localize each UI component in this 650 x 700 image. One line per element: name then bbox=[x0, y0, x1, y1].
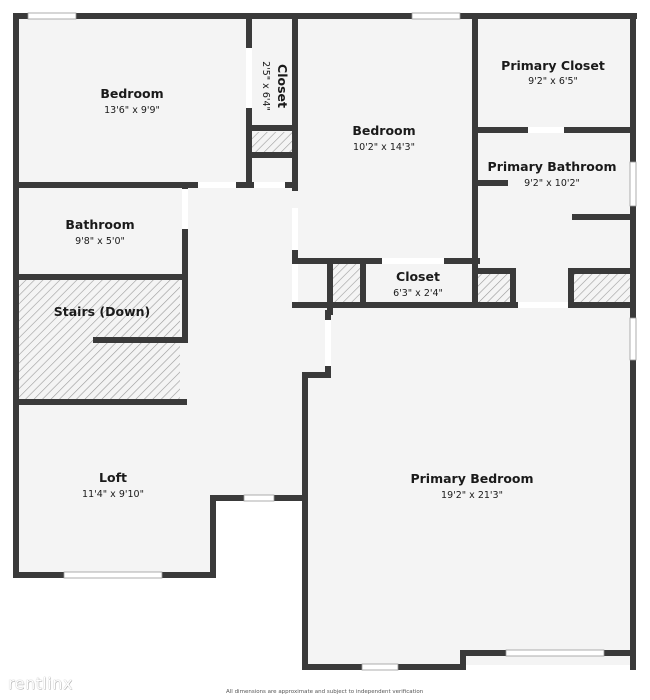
room-label: Closet bbox=[396, 269, 440, 284]
window bbox=[243, 494, 275, 502]
room-dims: 9'2" x 10'2" bbox=[524, 178, 580, 189]
window bbox=[505, 649, 605, 657]
room-label: Loft bbox=[99, 470, 127, 485]
room-label: Stairs (Down) bbox=[54, 304, 151, 319]
window bbox=[361, 663, 399, 671]
room-dims: 19'2" x 21'3" bbox=[441, 490, 503, 501]
window bbox=[411, 12, 461, 20]
chase-hatch-2 bbox=[477, 273, 510, 304]
window bbox=[629, 317, 637, 361]
room-label: Primary Bedroom bbox=[410, 471, 533, 486]
door-openings bbox=[182, 48, 568, 366]
room-label: Primary Bathroom bbox=[488, 159, 617, 174]
window bbox=[629, 161, 637, 207]
chase-hatch-3 bbox=[573, 273, 630, 304]
room-labels: Bedroom 13'6" x 9'9" Closet 2'5" x 6'4" … bbox=[54, 58, 617, 501]
room-dims: 11'4" x 9'10" bbox=[82, 489, 144, 500]
room-label: Bedroom bbox=[100, 86, 163, 101]
windows bbox=[27, 12, 637, 671]
room-dims: 10'2" x 14'3" bbox=[353, 142, 415, 153]
chase-hatch-1 bbox=[333, 264, 360, 304]
room-label: Primary Closet bbox=[501, 58, 605, 73]
window bbox=[63, 571, 163, 579]
room-dims: 2'5" x 6'4" bbox=[260, 61, 271, 111]
window bbox=[27, 12, 77, 20]
room-dims: 9'8" x 5'0" bbox=[75, 236, 125, 247]
brand-logo: rentlinx bbox=[8, 674, 73, 693]
closet-hatch-small bbox=[252, 132, 292, 153]
room-dims: 6'3" x 2'4" bbox=[393, 288, 443, 299]
room-dims: 9'2" x 6'5" bbox=[528, 76, 578, 87]
room-label: Bathroom bbox=[65, 217, 134, 232]
room-label: Bedroom bbox=[352, 123, 415, 138]
room-dims: 13'6" x 9'9" bbox=[104, 105, 160, 116]
room-label: Closet bbox=[275, 64, 290, 108]
disclaimer-text: All dimensions are approximate and subje… bbox=[226, 689, 424, 695]
